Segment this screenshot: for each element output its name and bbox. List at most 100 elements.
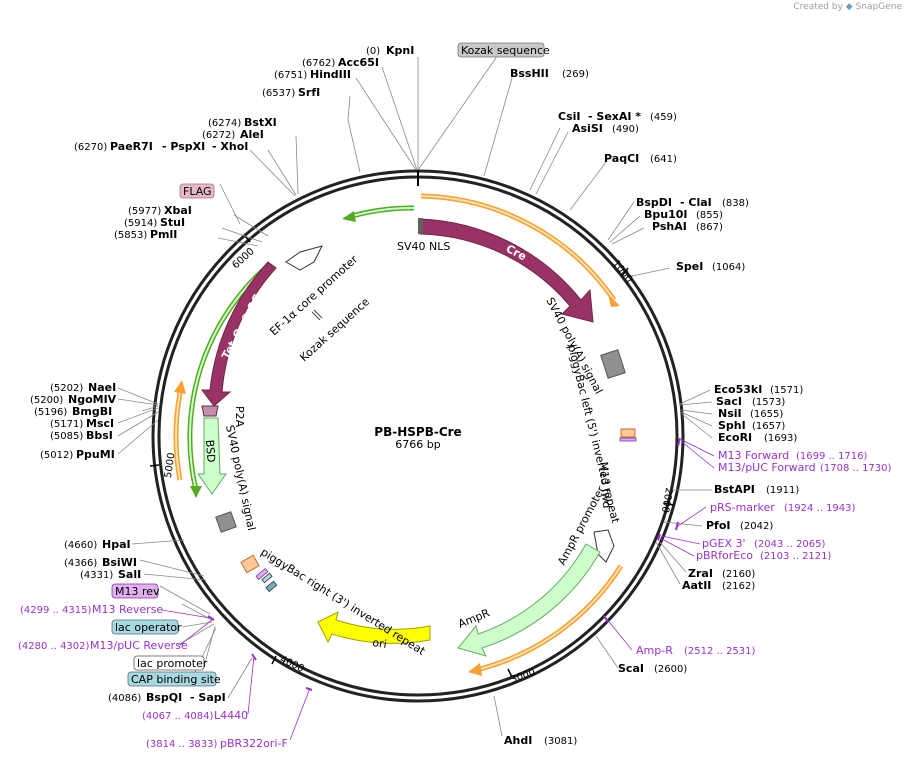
rs-name-xhoi: - XhoI bbox=[212, 140, 248, 153]
rs-pos-zrai: (2160) bbox=[722, 569, 755, 580]
rs-name-sapi: - SapI bbox=[190, 691, 226, 704]
rs-name-bsshii: BssHII bbox=[510, 67, 549, 80]
tick-mark-5000 bbox=[149, 464, 160, 467]
tick-mark-2000 bbox=[663, 502, 674, 506]
box-label-flag: FLAG bbox=[183, 185, 212, 198]
rs-pos-saci: (1573) bbox=[752, 397, 785, 408]
snapgene-credit: Created by ◆ SnapGene bbox=[793, 2, 902, 12]
rs-pos-csii: (459) bbox=[650, 112, 677, 123]
feature-small-box-b bbox=[261, 572, 273, 584]
rs-name-spei: SpeI bbox=[676, 260, 703, 273]
box-label-lac-promoter: lac promoter bbox=[137, 657, 208, 670]
tick-mark-6000 bbox=[244, 235, 251, 243]
rs-pos-sphi: (1657) bbox=[752, 421, 785, 432]
rs-name-bsiwi: BsiWI bbox=[102, 556, 137, 569]
rs-name-pfoi: PfoI bbox=[706, 519, 731, 532]
rs-name-bspqi: BspQI bbox=[146, 691, 182, 704]
primer-pos-m13puc-reverse: (4280 .. 4302) bbox=[18, 641, 90, 652]
box-lac-promoter bbox=[133, 655, 205, 671]
rs-pos-sali: (4331) bbox=[80, 570, 113, 581]
rs-name-sali: SalI bbox=[118, 568, 141, 581]
rs-name-hpai: HpaI bbox=[102, 538, 131, 551]
feature-ori bbox=[317, 611, 431, 644]
primer-pos-m13-forward: (1699 .. 1716) bbox=[796, 451, 868, 462]
rs-pos-asisi: (490) bbox=[612, 124, 639, 135]
rs-name-alei: AleI bbox=[240, 128, 264, 141]
feature-sv40-polya-right bbox=[600, 349, 626, 379]
rs-name-paer7i: PaeR7I bbox=[110, 140, 153, 153]
rs-name-acc65i: Acc65I bbox=[338, 56, 379, 69]
arc-green-left-inner bbox=[188, 263, 271, 491]
rs-name-bpu10i: Bpu10I bbox=[644, 208, 688, 221]
credit-app: SnapGene bbox=[855, 2, 902, 12]
rs-pos-alei: (6272) bbox=[202, 130, 235, 141]
feature-m13fwd bbox=[619, 437, 637, 442]
feature-cre bbox=[419, 218, 594, 323]
rs-pos-bpu10i: (855) bbox=[696, 210, 723, 221]
rs-pos-hindiii: (6751) bbox=[274, 70, 307, 81]
leader-lines bbox=[117, 51, 713, 737]
rs-pos-pfoi: (2042) bbox=[740, 521, 773, 532]
feature-bsd bbox=[197, 417, 227, 495]
arc-orange-right-head bbox=[468, 663, 482, 676]
rs-pos-pmli: (5853) bbox=[114, 230, 147, 241]
rs-pos-hpai: (4660) bbox=[64, 540, 97, 551]
arc-orange-top-inner bbox=[420, 195, 615, 301]
rs-pos-ecori: (1693) bbox=[764, 433, 797, 444]
arc-orange-right-inner bbox=[475, 565, 622, 671]
rs-pos-bspdi: (838) bbox=[722, 198, 749, 209]
primer-name-prs-marker: pRS-marker bbox=[710, 501, 775, 514]
primer-name-pgex3: pGEX 3' bbox=[702, 537, 746, 550]
rs-name-ngomiv: NgoMIV bbox=[68, 393, 117, 406]
primer-pos-pgex3: (2043 .. 2065) bbox=[754, 539, 826, 550]
primer-pos-l4440: (4067 .. 4084) bbox=[142, 711, 214, 722]
rs-name-paqci: PaqCI bbox=[604, 152, 639, 165]
feature-label-ori: ori bbox=[372, 636, 388, 651]
rs-pos-srfi: (6537) bbox=[262, 88, 295, 99]
rs-pos-spei: (1064) bbox=[712, 262, 745, 273]
rs-name-sphi: SphI bbox=[718, 419, 746, 432]
rs-pos-xbai: (5977) bbox=[128, 206, 161, 217]
rs-name-sexai: - SexAI * bbox=[588, 110, 641, 123]
arc-orange-left-head bbox=[174, 380, 186, 394]
rs-name-clai: - ClaI bbox=[680, 196, 712, 209]
rs-name-ecori: EcoRI bbox=[718, 431, 752, 444]
tick-label-5000: 5000 bbox=[163, 452, 177, 479]
rs-name-bspdi: BspDI bbox=[636, 196, 672, 209]
rs-name-msci: MscI bbox=[86, 417, 114, 430]
rs-pos-bspqi: (4086) bbox=[108, 693, 141, 704]
rs-pos-msci: (5171) bbox=[50, 419, 83, 430]
feature-label-m13fwd: M13 fwd bbox=[597, 461, 613, 508]
rs-pos-bmgbi: (5196) bbox=[34, 407, 67, 418]
rs-pos-bsshii: (269) bbox=[562, 69, 589, 80]
rs-name-asisi: AsiSI bbox=[572, 122, 603, 135]
tick-label-1000: 1000 bbox=[610, 258, 634, 285]
tick-label-4000: 4000 bbox=[278, 654, 306, 675]
rs-name-nsii: NsiI bbox=[718, 407, 742, 420]
primer-name-l4440: L4440 bbox=[214, 709, 248, 722]
feature-small-box-a bbox=[255, 568, 269, 580]
primer-labels: M13 Forward (1699 .. 1716) M13/pUC Forwa… bbox=[18, 449, 892, 750]
tick-label-3000: 3000 bbox=[509, 667, 537, 686]
feature-sv40-nls bbox=[418, 218, 423, 234]
rs-name-srfi: SrfI bbox=[298, 86, 320, 99]
primer-pos-m13-reverse: (4299 .. 4315) bbox=[20, 605, 92, 616]
feature-small-box-c bbox=[265, 580, 278, 593]
feature-kozak-inner-a bbox=[311, 311, 321, 321]
primer-name-pbrforeco: pBRforEco bbox=[696, 549, 753, 562]
rs-pos-bsiwi: (4366) bbox=[64, 558, 97, 569]
primer-marks bbox=[207, 437, 681, 691]
outer-feature-arcs bbox=[173, 193, 624, 676]
primer-pos-pbrforeco: (2103 .. 2121) bbox=[760, 551, 832, 562]
box-flag bbox=[179, 183, 215, 199]
rs-name-naei: NaeI bbox=[88, 381, 116, 394]
primer-name-m13-reverse: M13 Reverse bbox=[92, 603, 163, 616]
rs-name-xbai: XbaI bbox=[164, 204, 192, 217]
primer-name-m13-forward: M13 Forward bbox=[718, 449, 789, 462]
rs-pos-bstapi: (1911) bbox=[766, 485, 799, 496]
feature-kozak-inner-b bbox=[313, 309, 323, 319]
rs-pos-scai: (2600) bbox=[654, 664, 687, 675]
rs-pos-bbsi: (5085) bbox=[50, 431, 83, 442]
box-label-lac-operator: lac operator bbox=[115, 621, 182, 634]
